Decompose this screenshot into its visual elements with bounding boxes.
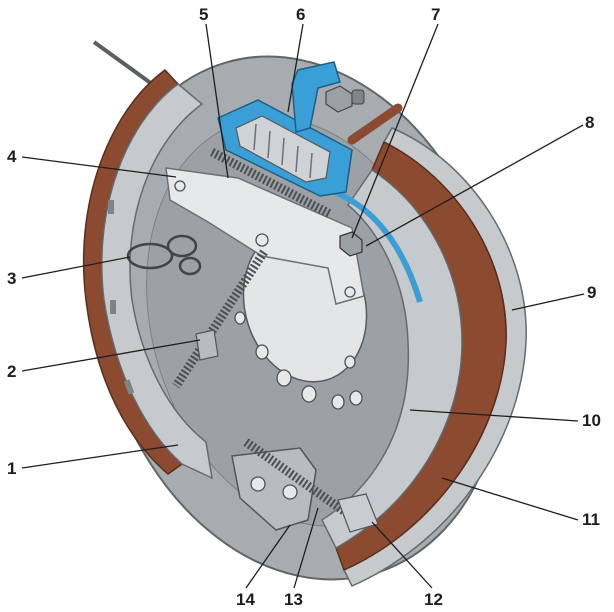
leader-line-6 [287, 23, 304, 113]
leader-line-9 [511, 293, 585, 311]
callout-13: 13 [284, 590, 303, 609]
callout-8: 8 [585, 113, 594, 132]
leader-line-3 [21, 256, 131, 279]
spring-clip [195, 329, 219, 361]
leader-line-11 [441, 477, 579, 521]
parking-lever-spring [172, 249, 268, 389]
bolt-hole [255, 344, 269, 360]
shoe-guide-block [337, 493, 379, 533]
leader-line-2 [21, 339, 201, 372]
shoe-slot [108, 200, 114, 214]
leader-line-1 [21, 444, 179, 469]
spacer-bar-hole [344, 286, 356, 298]
callout-5: 5 [199, 5, 208, 24]
leader-line-13 [293, 507, 319, 589]
hold-down-spring-loop [178, 256, 202, 276]
leader-line-5 [205, 23, 229, 179]
spacer-bar-hole [255, 233, 269, 247]
hold-down-spring [126, 234, 202, 276]
bleeder-cap [351, 89, 365, 105]
callout-3: 3 [7, 269, 16, 288]
piston-ridges [253, 123, 313, 179]
hold-down-spring-loop [166, 234, 198, 258]
bolt-hole [234, 311, 246, 325]
callout-11: 11 [582, 510, 600, 529]
callout-2: 2 [7, 362, 16, 381]
adjuster-bolt [339, 231, 363, 257]
brake-pipe [347, 103, 403, 145]
shoe-slot [123, 379, 135, 395]
bolt-hole [344, 355, 356, 369]
lower-anchor-plate [231, 447, 317, 531]
leader-line-4 [21, 156, 177, 178]
right-brake-shoe [321, 168, 463, 550]
leader-line-7 [351, 23, 439, 239]
callout-9: 9 [587, 283, 596, 302]
callout-7: 7 [431, 5, 440, 24]
bolt-hole [301, 385, 317, 403]
callout-6: 6 [296, 5, 305, 24]
upper-return-spring [209, 148, 333, 218]
adjusting-lever [328, 187, 423, 303]
parking-brake-cable [92, 40, 154, 86]
leader-line-10 [409, 409, 579, 422]
hold-down-spring-loop [126, 242, 174, 270]
spacer-bar-hole [174, 180, 186, 192]
anchor-plate-hole [250, 476, 266, 492]
callout-10: 10 [582, 411, 601, 430]
callout-14: 14 [236, 590, 255, 609]
shoe-slot [110, 300, 116, 314]
cylinder-bracket [291, 61, 341, 133]
callout-12: 12 [424, 590, 443, 609]
anchor-plate-hole [282, 484, 298, 500]
leader-line-12 [371, 521, 433, 589]
leader-line-14 [245, 524, 291, 589]
leader-line-8 [365, 124, 584, 247]
bleeder-nut [325, 85, 353, 113]
callout-1: 1 [7, 459, 16, 478]
bolt-hole [349, 390, 363, 406]
callout-4: 4 [7, 147, 17, 166]
bolt-hole [276, 369, 292, 387]
bolt-hole [331, 394, 345, 410]
